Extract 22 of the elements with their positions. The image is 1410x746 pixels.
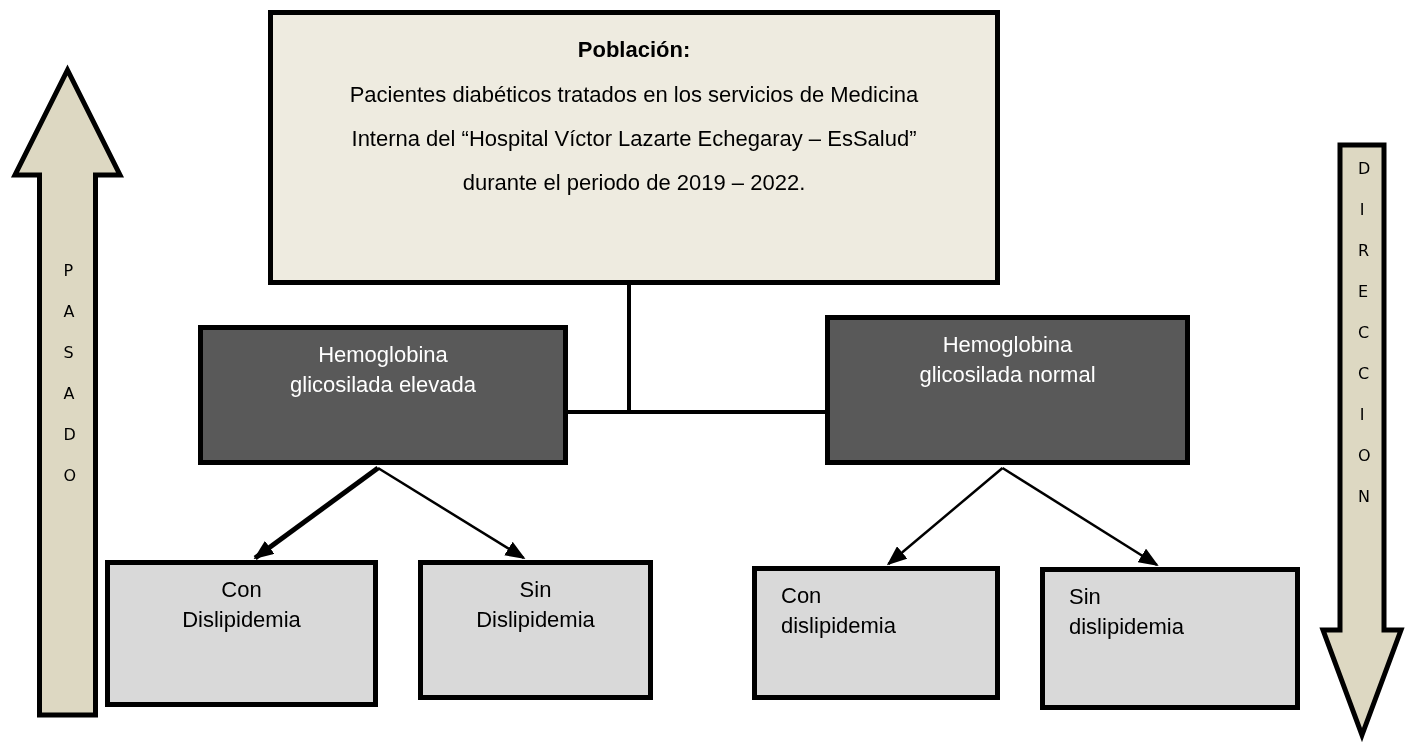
box-label: Hemoglobina glicosilada elevada (289, 341, 477, 399)
connector-line (627, 285, 825, 414)
population-box (268, 10, 1000, 285)
group-box (825, 315, 1190, 465)
arrow (886, 467, 1004, 566)
box-label: Sin Dislipidemia (475, 576, 596, 634)
up-block-arrow (10, 65, 125, 720)
subgroup-box (105, 560, 378, 707)
box-heading: Población: (577, 36, 691, 64)
subgroup-box (752, 566, 1000, 700)
arrow (1001, 466, 1159, 567)
box-label: Con dislipidemia (781, 582, 897, 640)
arrow (253, 466, 380, 560)
box-description: Pacientes diabéticos tratados en los servicios de Medicina Interna del “Hospital Víctor Lazarte Echegaray – EsSalud” durante el periodo de 2019 – 2022. (348, 81, 920, 197)
box-label: Sin dislipidemia (1069, 583, 1185, 641)
down-block-arrow (1318, 140, 1406, 740)
group-box (198, 325, 568, 465)
arrow (377, 466, 526, 560)
box-label: Hemoglobina glicosilada normal (918, 331, 1097, 389)
subgroup-box (418, 560, 653, 700)
subgroup-box (1040, 567, 1300, 710)
box-label: Con Dislipidemia (181, 576, 302, 634)
